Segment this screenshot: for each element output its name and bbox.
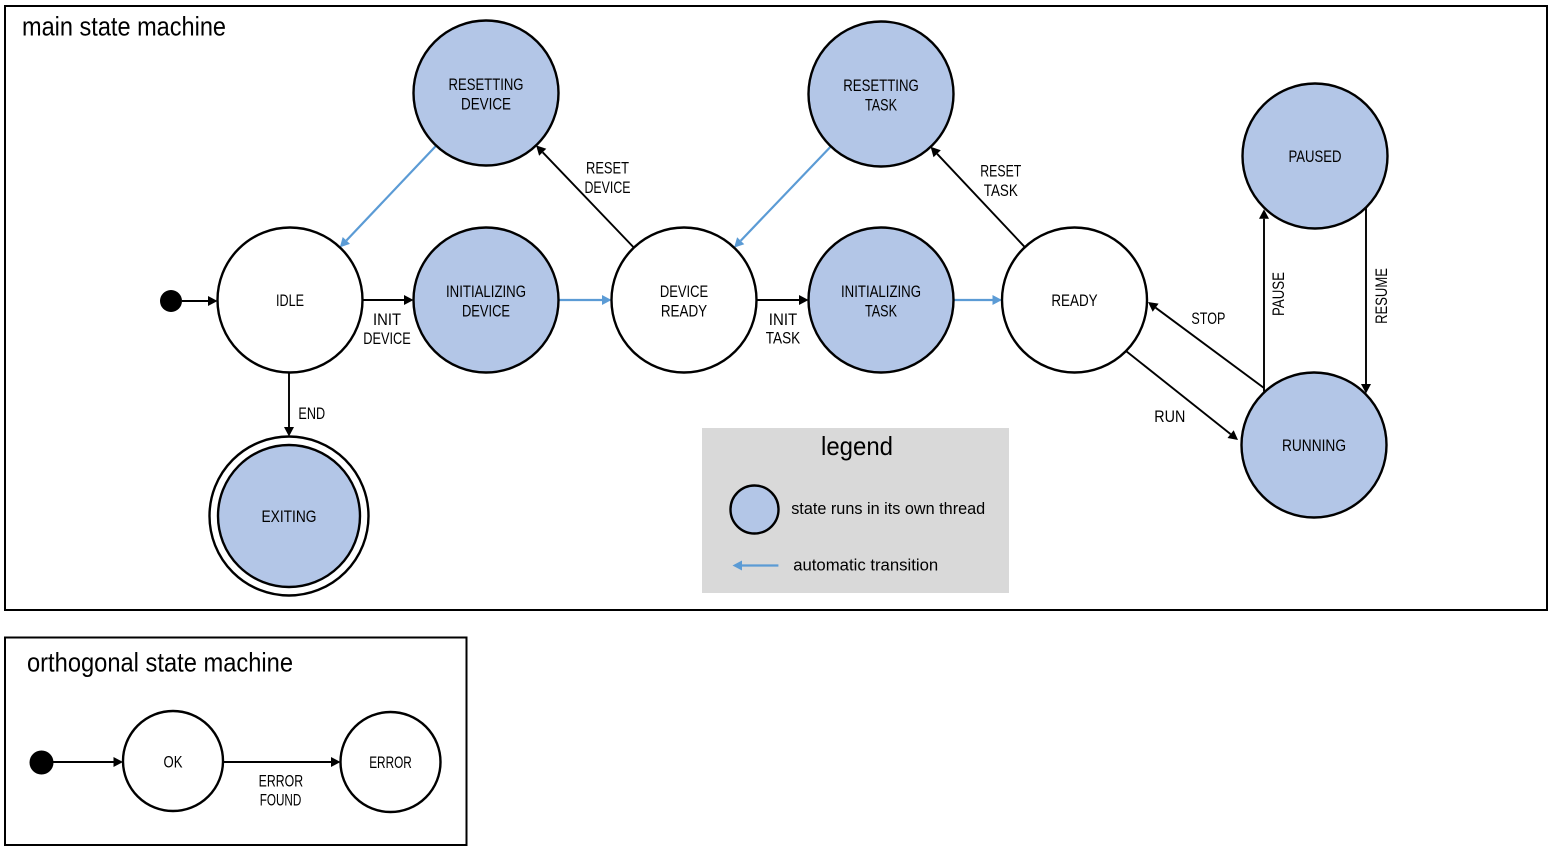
svg-text:main state machine: main state machine	[22, 12, 226, 42]
svg-text:DEVICE: DEVICE	[461, 95, 511, 114]
svg-text:TASK: TASK	[865, 96, 897, 115]
svg-text:RESET: RESET	[980, 162, 1021, 181]
svg-text:RUNNING: RUNNING	[1282, 436, 1346, 455]
svg-text:ERROR: ERROR	[259, 772, 304, 791]
svg-text:legend: legend	[821, 431, 893, 461]
svg-text:automatic transition: automatic transition	[793, 556, 938, 575]
svg-text:INIT: INIT	[769, 310, 797, 329]
svg-text:INIT: INIT	[373, 310, 401, 329]
svg-text:OK: OK	[164, 753, 183, 772]
svg-text:PAUSE: PAUSE	[1269, 272, 1288, 316]
svg-text:INITIALIZING: INITIALIZING	[446, 282, 526, 301]
svg-text:RESETTING: RESETTING	[843, 76, 919, 95]
svg-text:RESET: RESET	[586, 159, 629, 178]
svg-text:INITIALIZING: INITIALIZING	[841, 282, 921, 301]
svg-text:EXITING: EXITING	[262, 507, 317, 526]
svg-text:ERROR: ERROR	[369, 753, 412, 772]
svg-text:DEVICE: DEVICE	[363, 329, 411, 348]
svg-text:IDLE: IDLE	[276, 291, 304, 310]
svg-text:STOP: STOP	[1191, 309, 1225, 328]
svg-text:FOUND: FOUND	[260, 790, 302, 809]
svg-text:PAUSED: PAUSED	[1289, 147, 1342, 166]
svg-text:DEVICE: DEVICE	[585, 178, 631, 197]
svg-text:RUN: RUN	[1154, 407, 1185, 426]
svg-text:state runs in its own thread: state runs in its own thread	[791, 499, 985, 518]
svg-text:TASK: TASK	[984, 181, 1018, 200]
svg-text:TASK: TASK	[766, 329, 801, 348]
svg-text:DEVICE: DEVICE	[660, 282, 708, 301]
svg-text:END: END	[298, 404, 325, 423]
svg-text:RESETTING: RESETTING	[449, 75, 524, 94]
svg-text:TASK: TASK	[865, 302, 897, 321]
svg-text:RESUME: RESUME	[1372, 268, 1391, 324]
svg-text:READY: READY	[661, 302, 707, 321]
svg-text:READY: READY	[1051, 291, 1097, 310]
svg-text:DEVICE: DEVICE	[462, 302, 510, 321]
svg-text:orthogonal state machine: orthogonal state machine	[27, 648, 293, 678]
